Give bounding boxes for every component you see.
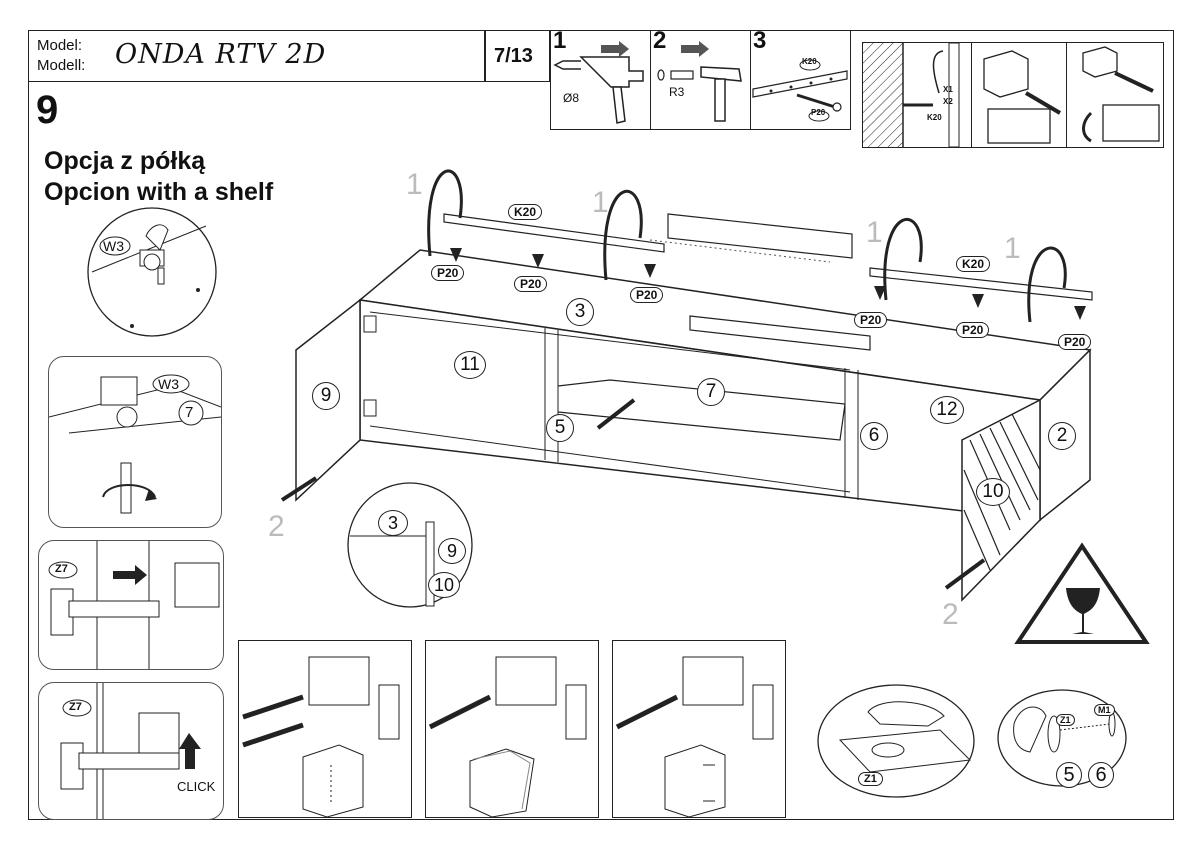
wall-bracket-icon (863, 42, 960, 148)
screw-label-p20-5: P20 (956, 322, 990, 338)
shelf-pin-detail: W3 7 (48, 356, 222, 528)
step-marker-2b: 2 (942, 598, 959, 631)
zoom-label-10: 10 (428, 572, 460, 598)
step-number: 9 (36, 88, 59, 132)
step-title-en: Opcion with a shelf (44, 178, 274, 206)
wall-mount-detail: X1 X2 K20 (862, 42, 972, 148)
fitting-part-6: 6 (1088, 762, 1114, 788)
screw-label-p20-3: P20 (630, 287, 664, 303)
part-label-2: 2 (1048, 422, 1076, 450)
tool-label-hammer: R3 (669, 85, 685, 99)
w3-label-1: W3 (103, 238, 124, 254)
hinge-adjust-icon-1 (242, 656, 400, 818)
fitting-label-z1-large: Z1 (858, 772, 883, 786)
hinge-adjust-panel-3 (612, 640, 786, 818)
hinge-adjust-panel-1 (238, 640, 412, 818)
model-name: ONDA RTV 2D (115, 39, 327, 70)
detail-label-k20: K20 (927, 113, 942, 122)
step-marker-1b: 1 (592, 186, 609, 219)
fitting-part-5: 5 (1056, 762, 1082, 788)
tool-panel-hammer: 2 R3 (650, 27, 751, 130)
part-label-3: 3 (566, 298, 594, 326)
page-number: 7/13 (494, 45, 533, 67)
w3-detail-circle (87, 207, 217, 337)
detail-label-x1: X1 (943, 85, 953, 94)
tool-number-1: 1 (553, 27, 567, 54)
screw-label-p20-6: P20 (1058, 334, 1092, 350)
step-marker-1d: 1 (1004, 232, 1021, 265)
model-header: Model: Modell: ONDA RTV 2D 7/13 (28, 30, 550, 82)
part-label-11: 11 (454, 351, 486, 379)
step-marker-2a: 2 (268, 510, 285, 543)
part-label-10: 10 (976, 478, 1010, 506)
hinge-adjust-panel-2 (425, 640, 599, 818)
hinge-adjust-icon-3 (615, 656, 774, 818)
detail-label-x2: X2 (943, 97, 953, 106)
fitting-label-z1-small: Z1 (1056, 714, 1075, 726)
part-label-12: 12 (930, 396, 964, 424)
screw-label-p20-1: P20 (431, 265, 465, 281)
zoom-label-3: 3 (378, 510, 408, 536)
model-label-pl: Model: (37, 37, 83, 54)
cabinet-rotate-icon (1082, 46, 1160, 143)
part-label-7: 7 (697, 378, 725, 406)
screw-label-p20-2: P20 (514, 276, 548, 292)
w3-label-2: W3 (158, 376, 179, 392)
shelf-pin-icon (49, 374, 221, 514)
rail-label-k20-left: K20 (508, 204, 543, 220)
z7-label-1: Z7 (55, 563, 68, 575)
screw-rail-icon (752, 59, 848, 122)
z7-label-2: Z7 (69, 701, 82, 713)
hang-detail-2 (1066, 42, 1164, 148)
zoom-label-9: 9 (438, 538, 466, 564)
tool-number-2: 2 (653, 27, 667, 54)
header-divider (484, 31, 486, 81)
step-marker-1a: 1 (406, 168, 423, 201)
part-7-small: 7 (185, 404, 194, 421)
hinge-detail-1: Z7 (38, 540, 224, 670)
screw-label-p20-4: P20 (854, 312, 888, 328)
tool-number-3: 3 (753, 27, 767, 54)
hinge-click-icon (60, 683, 201, 819)
step-title-pl: Opcja z półką (44, 147, 206, 175)
hammer-icon (657, 41, 742, 122)
hang-detail-1 (971, 42, 1067, 148)
tool-label-drill: Ø8 (563, 91, 580, 105)
part-label-6: 6 (860, 422, 888, 450)
rail-label-k20-right: K20 (956, 256, 991, 272)
tool-label-k20: K20 (802, 57, 817, 66)
drill-icon (553, 41, 644, 124)
tool-panel-drill: 1 Ø8 (550, 27, 651, 130)
click-label: CLICK (177, 779, 216, 794)
step-marker-1c: 1 (866, 216, 883, 249)
part-label-9: 9 (312, 382, 340, 410)
cabinet-hang-icon (983, 50, 1062, 144)
part-label-5: 5 (546, 414, 574, 442)
fitting-label-m1: M1 (1094, 704, 1115, 716)
hinge-detail-2: Z7 CLICK (38, 682, 224, 820)
hinge-icon-1 (48, 541, 220, 669)
tool-panel-screw: 3 K20 P20 (750, 27, 851, 130)
model-label-de: Modell: (37, 57, 86, 74)
hinge-adjust-icon-2 (428, 656, 587, 818)
tool-label-p20: P20 (811, 108, 826, 117)
